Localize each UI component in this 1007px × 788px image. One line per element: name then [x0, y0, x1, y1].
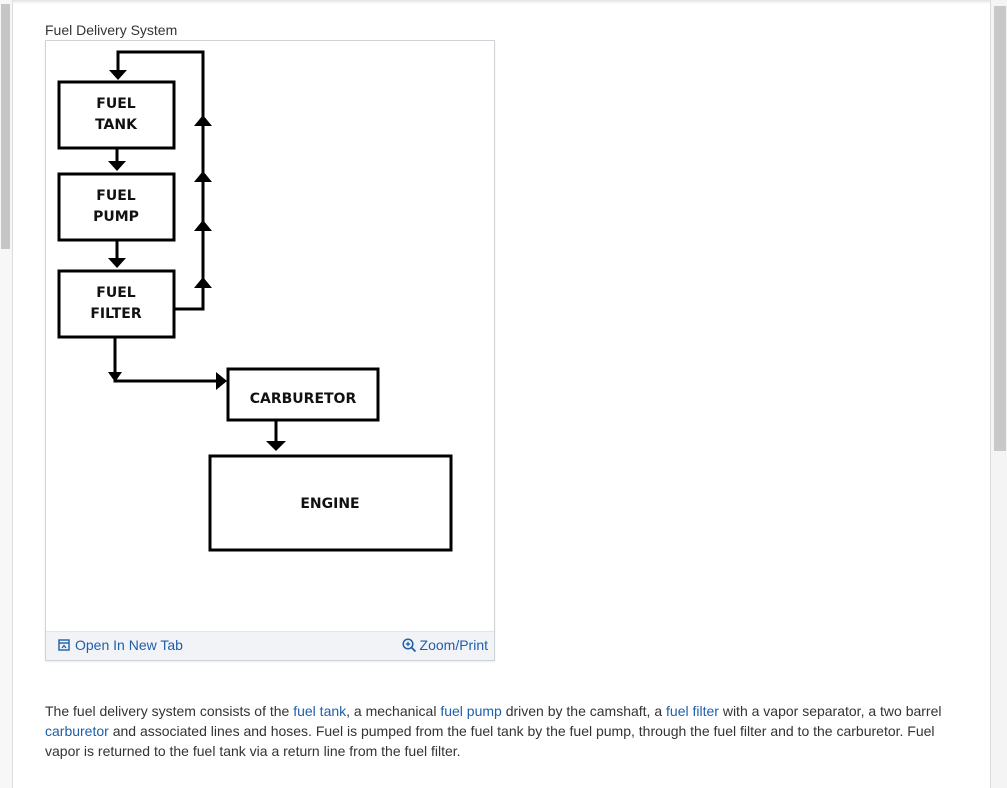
fuel-filter-label-1: FUEL: [96, 285, 135, 301]
fuel-system-diagram: FUEL TANK FUEL PUMP FUEL FILTER CARBURET…: [57, 50, 453, 552]
new-tab-icon: [58, 639, 70, 651]
arrow-tank-to-pump: [108, 148, 126, 171]
text-segment: , a mechanical: [346, 703, 441, 719]
text-segment: and associated lines and hoses. Fuel is …: [45, 723, 935, 759]
left-scrollbar-thumb[interactable]: [1, 4, 10, 249]
fuel-pump-box: [57, 172, 176, 242]
top-shadow: [13, 0, 990, 4]
zoom-print-label: Zoom/Print: [419, 637, 488, 653]
text-segment: with a vapor separator, a two barrel: [718, 703, 942, 719]
open-in-new-tab-link[interactable]: Open In New Tab: [58, 637, 183, 653]
page-scrollbar[interactable]: [990, 0, 1007, 788]
figure-caption: Fuel Delivery System: [45, 22, 178, 38]
fuel-tank-label-1: FUEL: [96, 96, 135, 112]
arrow-pump-to-filter: [108, 240, 126, 268]
fuel-tank-box: [57, 80, 176, 150]
zoom-in-icon: [401, 637, 416, 652]
vapor-return-line: [109, 50, 212, 311]
carburetor-link[interactable]: carburetor: [45, 723, 109, 739]
fuel-pump-link[interactable]: fuel pump: [440, 703, 502, 719]
carburetor-box: [226, 367, 380, 422]
fuel-filter-link[interactable]: fuel filter: [666, 703, 719, 719]
fuel-tank-label-2: TANK: [95, 117, 138, 133]
description-paragraph: The fuel delivery system consists of the…: [45, 701, 970, 761]
open-in-new-tab-label: Open In New Tab: [75, 637, 183, 653]
fuel-pump-label-2: PUMP: [93, 209, 139, 225]
figure-panel: FUEL TANK FUEL PUMP FUEL FILTER CARBURET…: [45, 40, 495, 661]
engine-box: [208, 454, 453, 552]
carburetor-label: CARBURETOR: [250, 391, 357, 407]
arrow-filter-to-carburetor: [108, 337, 227, 390]
zoom-print-link[interactable]: Zoom/Print: [401, 637, 488, 653]
fuel-filter-box: [57, 269, 176, 339]
text-segment: The fuel delivery system consists of the: [45, 703, 294, 719]
left-scroll-strip: [0, 0, 13, 788]
text-segment: driven by the camshaft, a: [501, 703, 667, 719]
fuel-tank-link[interactable]: fuel tank: [293, 703, 347, 719]
arrow-carburetor-to-engine: [266, 420, 286, 451]
figure-toolbar: Open In New Tab Zoom/Print: [46, 631, 494, 660]
engine-label: ENGINE: [300, 496, 359, 512]
fuel-filter-label-2: FILTER: [90, 306, 141, 322]
page-scrollbar-thumb[interactable]: [994, 6, 1006, 451]
fuel-pump-label-1: FUEL: [96, 188, 135, 204]
